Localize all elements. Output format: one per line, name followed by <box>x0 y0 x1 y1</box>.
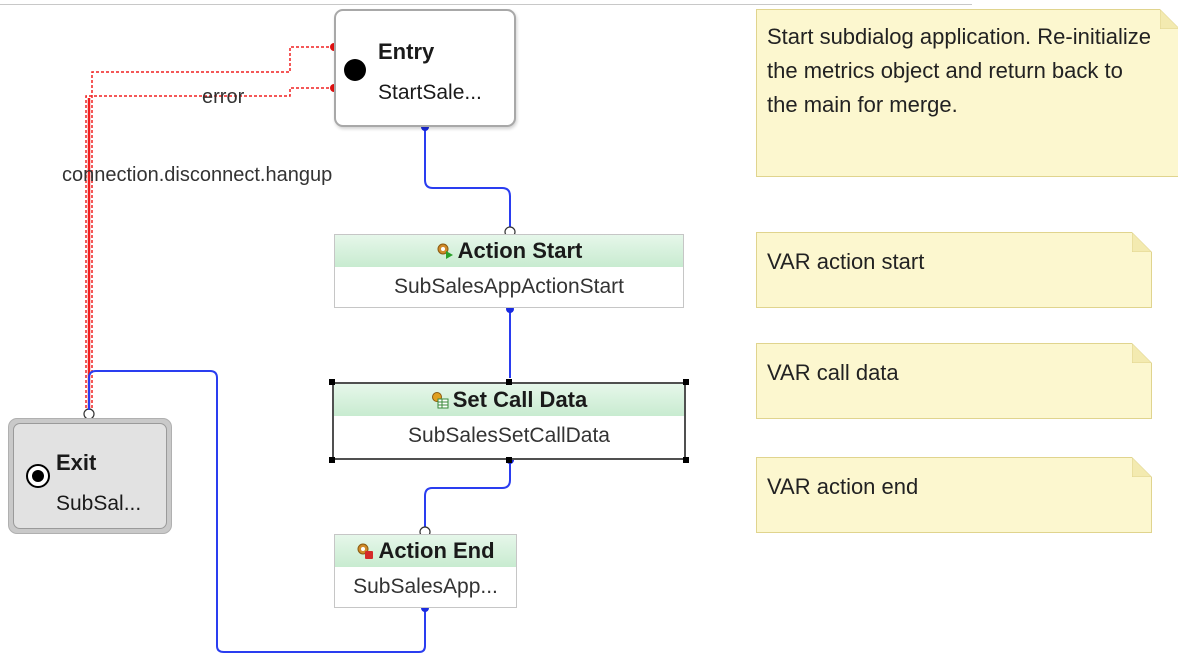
entry-node-title: Entry <box>378 39 435 64</box>
end-point-icon <box>26 464 50 488</box>
selection-frame <box>332 382 686 460</box>
action-start-header: Action Start <box>335 235 683 267</box>
note-fold-icon <box>1132 457 1152 477</box>
action-end-header: Action End <box>335 535 516 567</box>
exit-node-title: Exit <box>56 450 97 475</box>
set-call-data-title: Set Call Data <box>452 387 588 412</box>
note-fold-icon <box>1160 9 1178 29</box>
canvas-top-border <box>0 4 972 5</box>
flow-action-end-to-exit[interactable] <box>88 370 426 653</box>
action-end-title: Action End <box>378 538 495 563</box>
exit-node[interactable]: Exit SubSal... <box>8 418 172 534</box>
set-call-data-header: Set Call Data <box>334 384 684 416</box>
resize-handle-sw[interactable] <box>329 457 335 463</box>
resize-handle-se[interactable] <box>683 457 689 463</box>
note-fold-icon <box>1132 343 1152 363</box>
note-action-end[interactable]: VAR action end <box>756 457 1152 533</box>
action-start-node[interactable]: Action Start SubSalesAppActionStart <box>334 234 684 308</box>
resize-handle-s[interactable] <box>506 457 512 463</box>
flow-entry-to-action-start[interactable] <box>424 127 511 228</box>
note-start-subdialog[interactable]: Start subdialog application. Re-initiali… <box>756 9 1178 177</box>
action-start-subtitle: SubSalesAppActionStart <box>394 275 624 298</box>
resize-handle-ne[interactable] <box>683 379 689 385</box>
error-connection-lower[interactable] <box>85 87 334 408</box>
note-action-start[interactable]: VAR action start <box>756 232 1152 308</box>
flow-set-call-data-to-action-end[interactable] <box>424 460 511 528</box>
set-call-data-subtitle: SubSalesSetCallData <box>408 424 610 447</box>
start-point-icon <box>344 59 366 81</box>
set-call-data-node[interactable]: Set Call Data SubSalesSetCallData <box>329 379 689 463</box>
gear-play-icon <box>436 242 454 260</box>
resize-handle-n[interactable] <box>506 379 512 385</box>
action-end-node[interactable]: Action End SubSalesApp... <box>334 534 517 608</box>
exit-node-frame: Exit SubSal... <box>13 423 167 529</box>
hangup-connection-label: connection.disconnect.hangup <box>62 164 333 186</box>
resize-handle-nw[interactable] <box>329 379 335 385</box>
entry-node[interactable]: Entry StartSale... <box>334 9 516 127</box>
gear-table-icon <box>431 391 449 409</box>
note-call-data[interactable]: VAR call data <box>756 343 1152 419</box>
gear-stop-icon <box>356 542 374 560</box>
note-text: VAR action start <box>767 249 925 274</box>
note-text: VAR call data <box>767 360 899 385</box>
exit-node-subtitle: SubSal... <box>56 492 142 515</box>
entry-node-subtitle: StartSale... <box>378 81 482 104</box>
note-text: Start subdialog application. Re-initiali… <box>767 24 1151 117</box>
note-fold-icon <box>1132 232 1152 252</box>
action-end-subtitle: SubSalesApp... <box>353 575 498 598</box>
action-start-title: Action Start <box>457 238 583 263</box>
error-connection-label: error <box>202 86 245 108</box>
note-text: VAR action end <box>767 474 919 499</box>
